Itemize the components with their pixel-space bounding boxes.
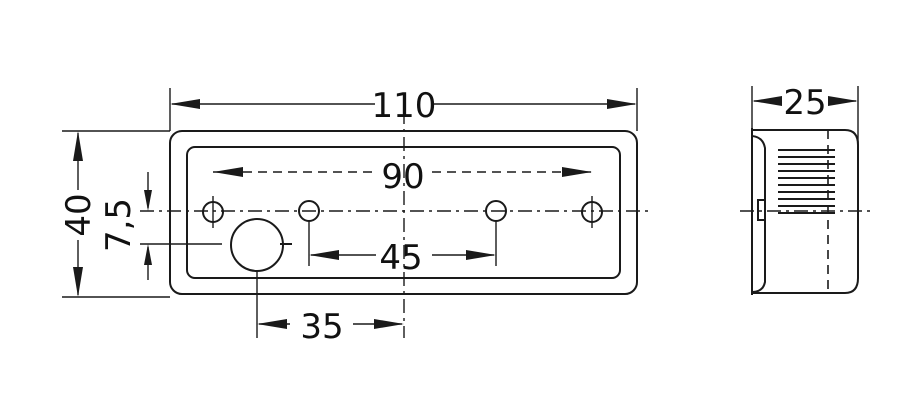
dimension-label-45: 45: [379, 238, 422, 278]
arrow-head: [257, 319, 287, 329]
dimension-label-35: 35: [300, 307, 343, 347]
dimension-35: 35: [257, 307, 404, 347]
arrow-head: [213, 167, 243, 177]
front-view: [140, 110, 650, 338]
arrow-head: [73, 267, 83, 297]
arrow-head: [144, 190, 152, 211]
dimension-25: 25: [751, 83, 859, 145]
dimension-label-40: 40: [59, 193, 99, 236]
arrow-head: [466, 250, 496, 260]
dimension-label-7-5: 7,5: [99, 198, 139, 252]
arrow-head: [374, 319, 404, 329]
arrow-head: [607, 99, 637, 109]
dimension-110: 110: [169, 86, 638, 131]
dimension-label-25: 25: [783, 83, 826, 123]
lamp-opening: [230, 218, 284, 272]
dimension-label-110: 110: [372, 86, 437, 126]
arrow-head: [144, 244, 152, 265]
side-view: [740, 128, 870, 295]
side-housing: [751, 129, 859, 294]
lens-ribs: [778, 149, 835, 214]
arrow-head: [73, 131, 83, 161]
side-tab: [757, 199, 766, 221]
arrow-head: [562, 167, 592, 177]
dimension-45: 45: [308, 221, 497, 278]
dimension-90: 90: [213, 157, 592, 197]
dimension-7-5: 7,5: [99, 172, 222, 280]
arrow-head: [170, 99, 200, 109]
dimension-40: 40: [59, 130, 170, 298]
arrow-head: [309, 250, 339, 260]
arrow-head: [828, 96, 858, 106]
dimension-label-90: 90: [381, 157, 424, 197]
arrow-head: [752, 96, 782, 106]
